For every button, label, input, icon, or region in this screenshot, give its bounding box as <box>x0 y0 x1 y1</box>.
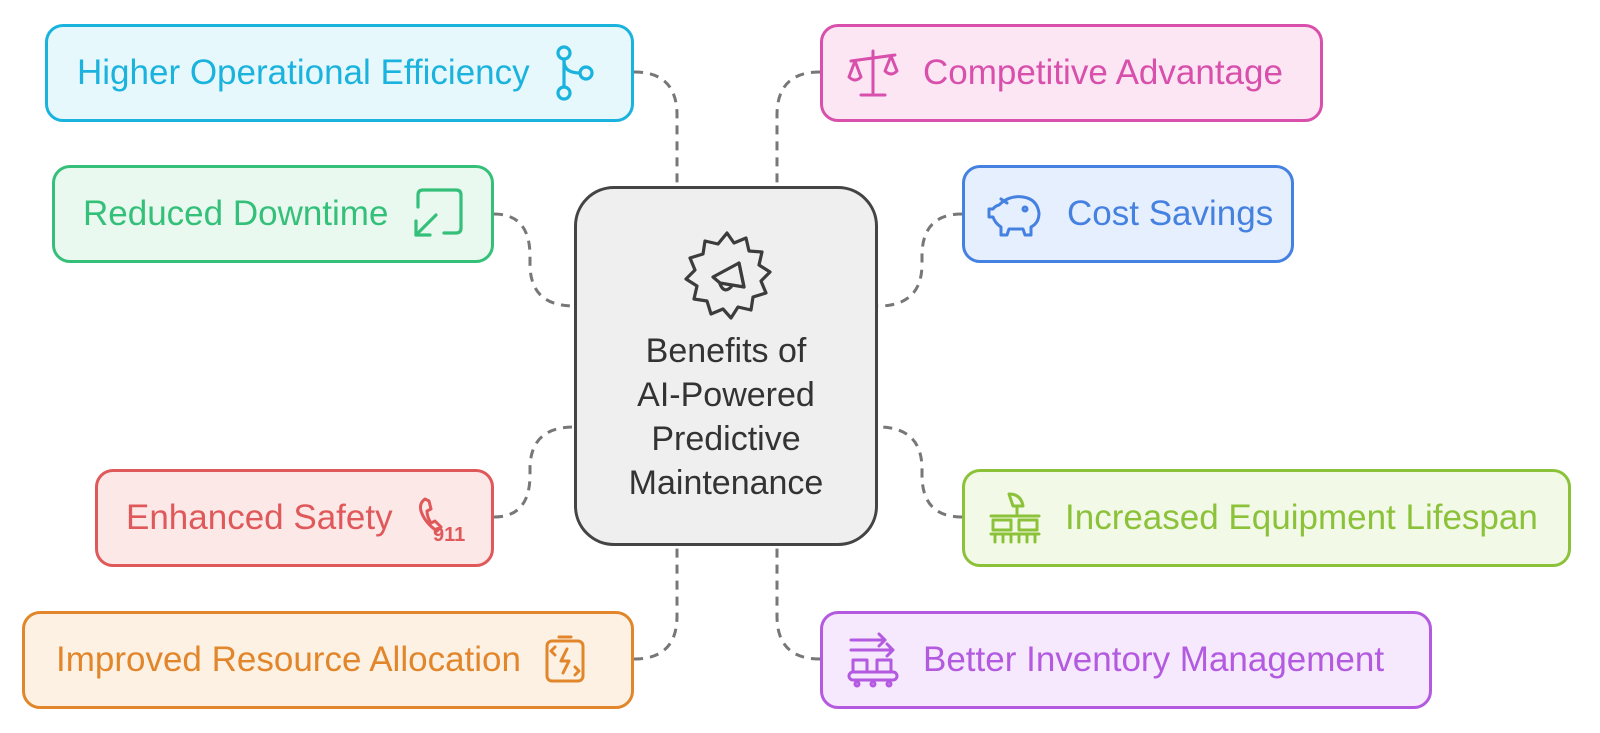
connector-resource <box>633 546 679 661</box>
connector-lifespan <box>877 425 963 519</box>
emergency-phone-icon: 911 <box>415 493 473 543</box>
branch-icon <box>552 45 596 101</box>
benefit-label: Increased Equipment Lifespan <box>1065 498 1538 537</box>
central-title-line: AI-Powered <box>637 376 815 414</box>
svg-text:911: 911 <box>433 524 465 543</box>
benefit-label: Cost Savings <box>1067 194 1274 233</box>
machinery-icon <box>987 490 1043 546</box>
benefit-higher-operational-efficiency: Higher Operational Efficiency <box>45 24 634 122</box>
connector-efficiency <box>633 70 679 186</box>
connector-cost <box>877 212 963 308</box>
balance-scale-icon <box>845 47 901 99</box>
benefit-label: Higher Operational Efficiency <box>77 53 530 92</box>
connector-safety <box>493 425 575 519</box>
benefit-enhanced-safety: Enhanced Safety 911 <box>95 469 494 567</box>
central-title: Benefits of AI-Powered Predictive Mainte… <box>577 329 875 505</box>
shrink-arrow-icon <box>410 187 464 241</box>
piggy-bank-icon <box>987 189 1045 239</box>
benefit-label: Improved Resource Allocation <box>56 640 521 679</box>
benefit-cost-savings: Cost Savings <box>962 165 1294 263</box>
benefit-label: Reduced Downtime <box>83 194 389 233</box>
battery-exchange-icon <box>543 633 587 687</box>
conveyor-icon <box>845 632 901 688</box>
benefit-competitive-advantage: Competitive Advantage <box>820 24 1323 122</box>
benefit-reduced-downtime: Reduced Downtime <box>52 165 494 263</box>
benefit-label: Enhanced Safety <box>126 498 393 537</box>
central-title-line: Predictive <box>651 420 801 458</box>
benefit-label: Competitive Advantage <box>923 53 1283 92</box>
central-title-line: Benefits of <box>645 332 807 370</box>
central-topic: Benefits of AI-Powered Predictive Mainte… <box>574 186 878 546</box>
connector-inventory <box>775 546 821 661</box>
benefit-label: Better Inventory Management <box>923 640 1385 679</box>
benefit-increased-equipment-lifespan: Increased Equipment Lifespan <box>962 469 1571 567</box>
connector-downtime <box>493 212 575 308</box>
central-title-line: Maintenance <box>628 464 824 502</box>
connector-competitive <box>775 70 821 186</box>
benefit-improved-resource-allocation: Improved Resource Allocation <box>22 611 634 709</box>
gear-megaphone-icon <box>684 231 772 320</box>
benefit-better-inventory-management: Better Inventory Management <box>820 611 1432 709</box>
